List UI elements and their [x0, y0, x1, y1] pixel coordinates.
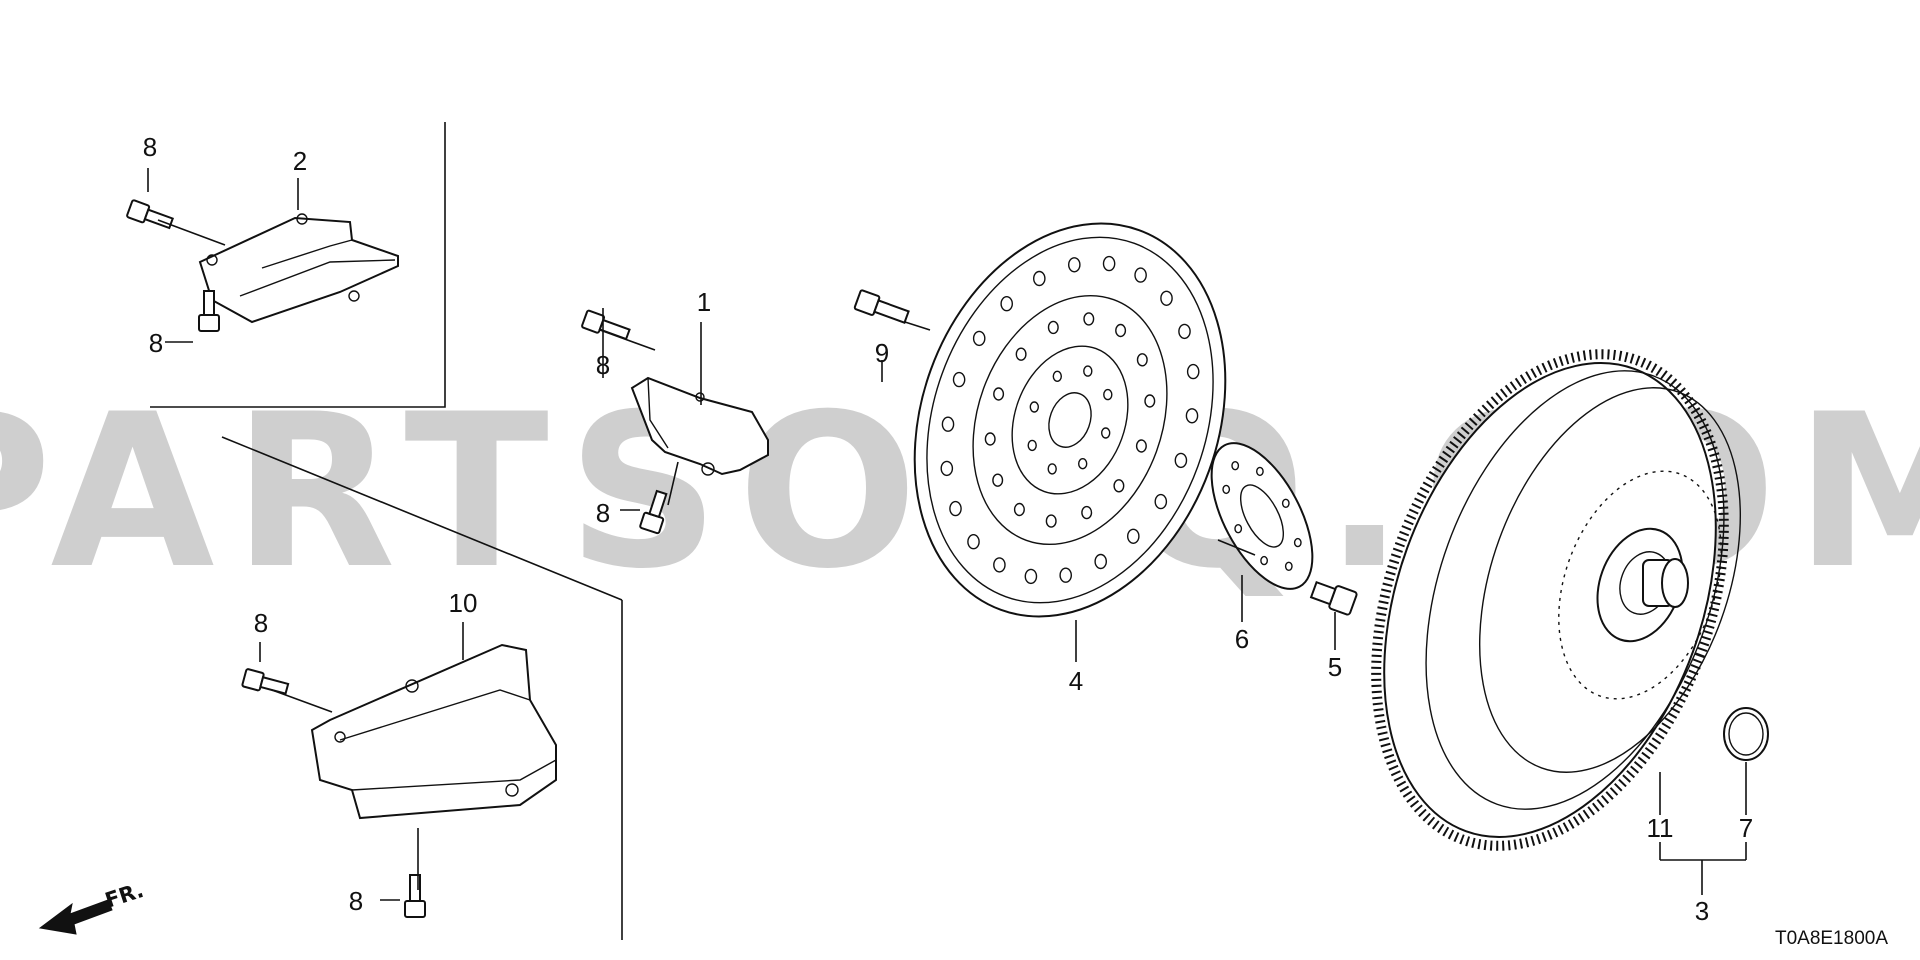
mounting-hole	[1260, 555, 1269, 566]
mounting-hole	[1293, 537, 1302, 548]
bolt-icon[interactable]	[241, 668, 290, 698]
mounting-hole	[1231, 461, 1240, 471]
mounting-hole	[1027, 439, 1037, 452]
mounting-hole	[1144, 394, 1156, 408]
mounting-hole	[1136, 353, 1148, 367]
mounting-hole	[1103, 388, 1113, 401]
mounting-hole	[1134, 267, 1147, 283]
leader-lines	[147, 168, 1747, 901]
mounting-hole	[1234, 524, 1243, 534]
callout-3: 3	[1695, 896, 1709, 926]
mounting-hole	[1077, 458, 1088, 470]
callout-8: 8	[596, 498, 610, 528]
mounting-hole	[940, 460, 954, 477]
mounting-hole	[1281, 498, 1290, 508]
mounting-hole	[1033, 270, 1046, 287]
callout-2: 2	[293, 146, 307, 176]
mounting-hole	[1083, 312, 1095, 326]
mounting-hole	[993, 557, 1006, 573]
callout-1: 1	[697, 287, 711, 317]
mounting-hole	[1154, 493, 1168, 510]
callout-4: 4	[1069, 666, 1083, 696]
mounting-hole	[984, 432, 996, 446]
mounting-hole	[1135, 439, 1147, 453]
mounting-hole	[1013, 502, 1025, 517]
callout-8: 8	[596, 350, 610, 380]
callout-9: 9	[875, 338, 889, 368]
mounting-hole	[1094, 553, 1107, 570]
part-7-o-ring[interactable]	[1723, 707, 1769, 761]
mounting-hole	[967, 534, 980, 550]
mounting-hole	[1102, 255, 1116, 272]
mounting-hole	[1160, 290, 1173, 306]
mounting-hole	[1113, 479, 1125, 493]
mounting-hole	[992, 473, 1004, 487]
callout-8: 8	[349, 886, 363, 916]
callout-8: 8	[254, 608, 268, 638]
mounting-hole	[1029, 401, 1040, 413]
mounting-hole	[993, 387, 1005, 401]
part-11-torque-converter[interactable]	[1312, 306, 1789, 895]
mounting-hole	[1127, 528, 1140, 544]
part-1-bracket[interactable]	[630, 376, 769, 476]
mounting-hole	[1047, 463, 1057, 475]
mounting-hole	[1178, 323, 1191, 340]
mounting-hole	[1115, 323, 1127, 338]
mounting-hole	[1047, 320, 1059, 335]
bolt-icon[interactable]	[1309, 578, 1358, 616]
mounting-hole	[952, 371, 966, 388]
mounting-hole	[1185, 408, 1199, 424]
bolt-icon[interactable]	[198, 290, 220, 332]
mounting-hole	[949, 500, 962, 517]
bolt-icon[interactable]	[581, 309, 631, 343]
callout-7: 7	[1739, 813, 1753, 843]
mounting-hole	[972, 330, 986, 347]
callout-8: 8	[149, 328, 163, 358]
front-marker-label: FR.	[102, 878, 146, 913]
bolt-icon[interactable]	[639, 489, 671, 535]
mounting-hole	[1222, 484, 1231, 495]
front-arrow-icon	[38, 899, 113, 935]
mounting-hole	[1083, 365, 1093, 377]
mounting-hole	[1045, 514, 1057, 528]
callout-11: 11	[1647, 813, 1674, 843]
mounting-hole	[1081, 505, 1093, 520]
callout-8: 8	[143, 132, 157, 162]
part-10-bracket[interactable]	[310, 643, 557, 820]
mounting-hole	[1068, 257, 1081, 273]
mounting-hole	[1100, 427, 1111, 439]
mounting-hole	[1186, 363, 1200, 380]
diagram-code: T0A8E1800A	[1775, 928, 1888, 949]
mounting-hole	[1000, 296, 1014, 312]
mounting-hole	[1015, 347, 1027, 361]
mounting-hole	[1256, 466, 1264, 477]
bolt-icon[interactable]	[126, 199, 175, 232]
part-6-washer[interactable]	[1191, 428, 1333, 605]
mounting-hole	[1284, 561, 1293, 571]
section-frame-lines	[150, 122, 623, 940]
callout-5: 5	[1328, 652, 1342, 682]
part-2-bracket[interactable]	[198, 213, 399, 324]
mounting-hole	[1052, 370, 1063, 382]
bolt-icon[interactable]	[404, 874, 426, 918]
bolt-icon[interactable]	[853, 289, 910, 327]
mounting-hole	[941, 416, 955, 432]
mounting-hole	[1174, 452, 1188, 469]
callout-10: 10	[449, 588, 478, 618]
mounting-hole	[1059, 567, 1072, 583]
mounting-hole	[1024, 568, 1038, 585]
callout-6: 6	[1235, 624, 1249, 654]
part-4-drive-plate[interactable]	[862, 180, 1278, 661]
